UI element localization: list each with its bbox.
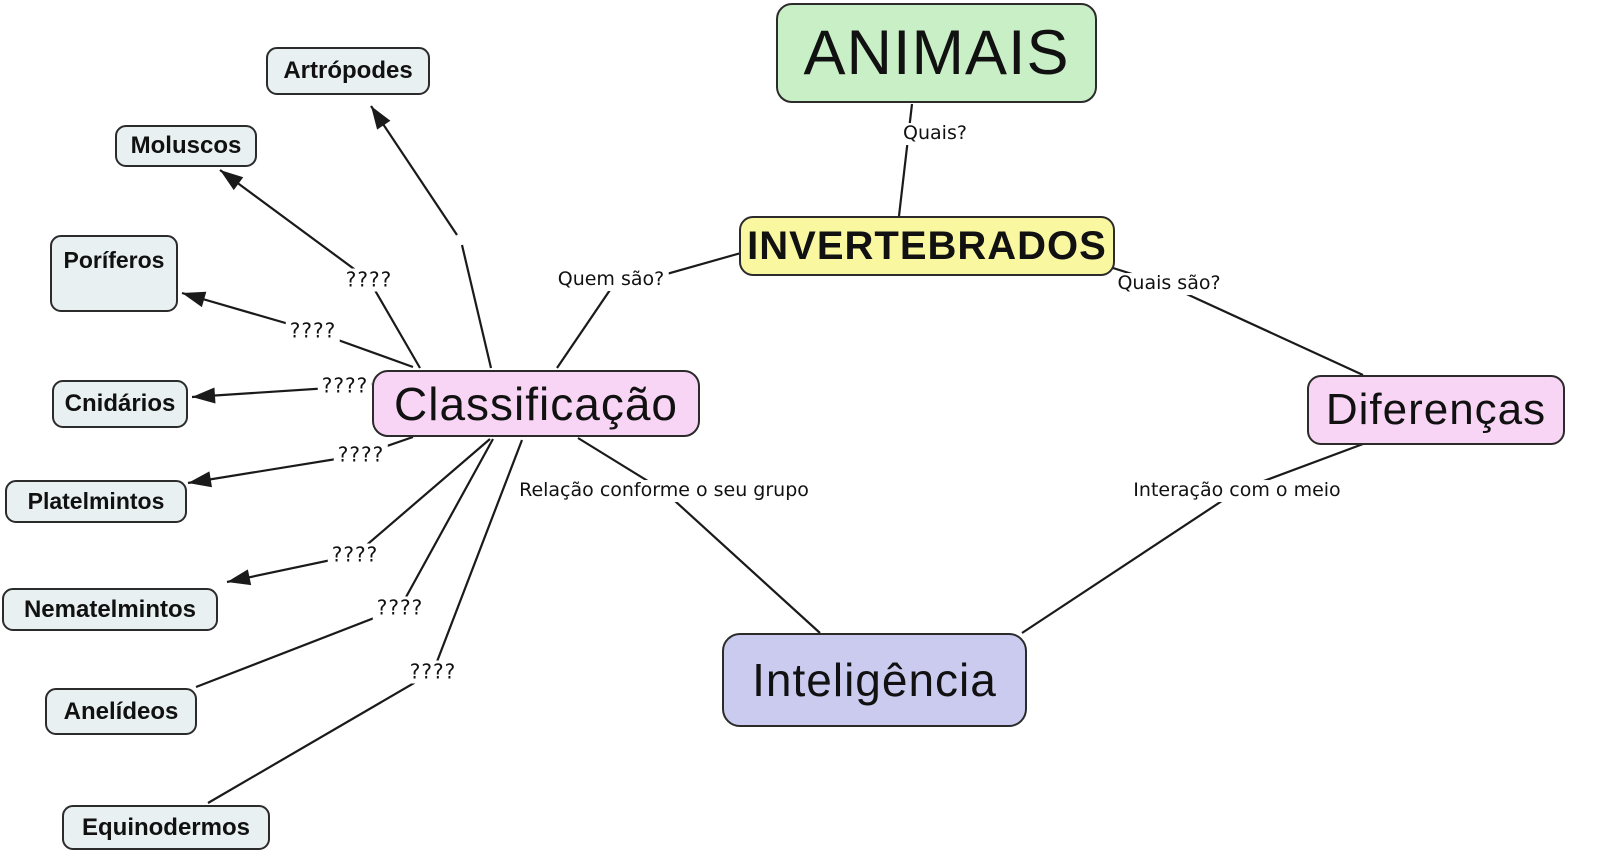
edge-label-quais[interactable]: Quais? <box>899 123 971 145</box>
edge-label-unknown-poriferos[interactable]: ???? <box>285 319 341 343</box>
edge-label-unknown-equinodermos[interactable]: ???? <box>405 660 461 684</box>
node-nematelmintos[interactable]: Nematelmintos <box>2 588 218 631</box>
edge-classificacao-inteligencia <box>577 437 821 634</box>
edge-diferencas-inteligencia <box>1021 442 1364 634</box>
node-moluscos[interactable]: Moluscos <box>115 125 257 167</box>
edge-label-quais-sao[interactable]: Quais são? <box>1113 273 1225 295</box>
edge-label-unknown-cnidarios[interactable]: ???? <box>317 374 373 398</box>
node-artropodes[interactable]: Artrópodes <box>266 47 430 95</box>
edge-label-relacao-grupo[interactable]: Relação conforme o seu grupo <box>515 480 813 502</box>
node-equinodermos[interactable]: Equinodermos <box>62 805 270 850</box>
edge-label-unknown-moluscos[interactable]: ???? <box>341 268 397 292</box>
edge-classificacao-artropodes <box>370 105 458 236</box>
node-diferencas[interactable]: Diferenças <box>1307 375 1565 445</box>
node-classificacao[interactable]: Classificação <box>372 370 700 437</box>
edge-label-unknown-platelmintos[interactable]: ???? <box>333 443 389 467</box>
node-invertebrados[interactable]: INVERTEBRADOS <box>739 216 1115 276</box>
edge-label-quem-sao[interactable]: Quem são? <box>553 269 669 291</box>
node-anelideos[interactable]: Anelídeos <box>45 688 197 735</box>
node-cnidarios[interactable]: Cnidários <box>52 380 188 428</box>
edge-classificacao-artropodes-2 <box>460 244 493 369</box>
edge-label-unknown-nematelmintos[interactable]: ???? <box>327 543 383 567</box>
node-poriferos[interactable]: Poríferos <box>50 235 178 312</box>
node-animais[interactable]: ANIMAIS <box>776 3 1097 103</box>
edge-label-unknown-anelideos[interactable]: ???? <box>372 596 428 620</box>
edge-animais-invertebrados <box>897 103 914 217</box>
node-platelmintos[interactable]: Platelmintos <box>5 480 187 523</box>
edge-label-interacao-meio[interactable]: Interação com o meio <box>1129 480 1345 502</box>
node-inteligencia[interactable]: Inteligência <box>722 633 1027 727</box>
